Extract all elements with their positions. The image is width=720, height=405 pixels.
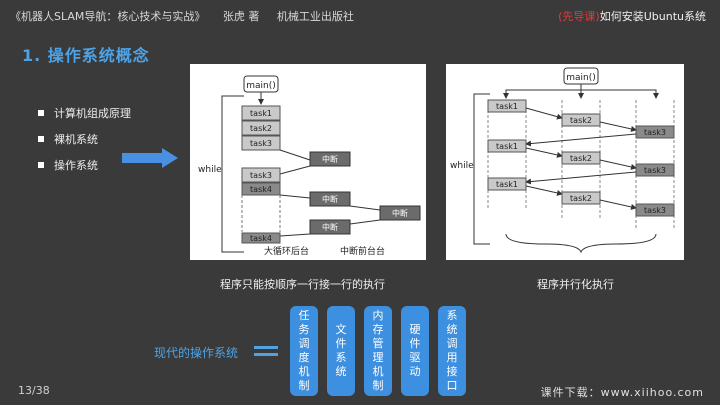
while-label: while: [450, 161, 474, 171]
right-arrow-icon: [122, 148, 178, 168]
task-box: [487, 177, 527, 191]
bullet-square-icon: [38, 110, 44, 116]
svg-text:中断: 中断: [322, 194, 338, 204]
function-pill: 任务调度机制: [290, 306, 318, 396]
task-box: [487, 139, 527, 153]
foreground-label: 大循环后台: [264, 245, 309, 257]
book-title: 《机器人SLAM导航：核心技术与实战》: [10, 10, 206, 23]
svg-text:task4: task4: [250, 234, 272, 243]
sequential-diagram: main() while task1 task2 task3 中断 task3 …: [190, 64, 426, 260]
background-label: 中断前台台: [340, 245, 385, 257]
course-tag: (先导课): [558, 10, 600, 23]
header-left: 《机器人SLAM导航：核心技术与实战》 张虎 著 机械工业出版社: [10, 8, 368, 24]
svg-text:中断: 中断: [392, 208, 408, 218]
task-box: [241, 232, 281, 244]
task-box: [635, 203, 675, 217]
svg-text:task1: task1: [496, 102, 518, 111]
svg-text:task3: task3: [644, 128, 666, 137]
function-pill: 系统调用接口: [438, 306, 466, 396]
task-box: [241, 182, 281, 196]
bullet-square-icon: [38, 162, 44, 168]
svg-text:task3: task3: [644, 206, 666, 215]
svg-text:task2: task2: [570, 154, 592, 163]
caption-parallel: 程序并行化执行: [537, 278, 614, 291]
svg-text:task1: task1: [496, 142, 518, 151]
course-title: 如何安装Ubuntu系统: [599, 10, 706, 23]
slide-title: 1. 操作系统概念: [22, 46, 150, 65]
svg-text:task3: task3: [250, 139, 272, 148]
interrupt-box: [309, 191, 351, 207]
interrupt-box: [309, 151, 351, 167]
parallel-diagram: main() while task1 task2 task3 task1 tas…: [446, 64, 684, 260]
bullet-square-icon: [38, 136, 44, 142]
task-box: [561, 191, 601, 205]
book-author: 张虎 著: [222, 10, 260, 23]
caption-sequential: 程序只能按顺序一行接一行的执行: [220, 278, 385, 291]
function-pill: 内存管理机制: [364, 306, 392, 396]
bullet-item: 操作系统: [38, 152, 131, 178]
svg-text:中断: 中断: [322, 222, 338, 232]
task-box: [241, 167, 281, 183]
main-label: main(): [246, 81, 276, 91]
book-publisher: 机械工业出版社: [276, 10, 354, 23]
svg-text:task3: task3: [250, 171, 272, 180]
task-box: [241, 105, 281, 121]
svg-text:task1: task1: [250, 109, 272, 118]
svg-text:task2: task2: [250, 124, 272, 133]
svg-text:task2: task2: [570, 116, 592, 125]
task-box: [241, 135, 281, 151]
svg-text:task4: task4: [250, 185, 272, 194]
function-pill: 硬件驱动: [401, 306, 429, 396]
main-label: main(): [566, 73, 596, 83]
bullet-list: 计算机组成原理 裸机系统 操作系统: [38, 100, 131, 178]
svg-text:task3: task3: [644, 166, 666, 175]
task-box: [561, 113, 601, 127]
svg-text:中断: 中断: [322, 154, 338, 164]
modern-os-label: 现代的操作系统: [154, 346, 239, 360]
header-right: (先导课)如何安装Ubuntu系统: [558, 8, 706, 24]
page-number: 13/38: [18, 384, 50, 397]
interrupt-box: [379, 205, 421, 221]
task-box: [487, 99, 527, 113]
bullet-item: 计算机组成原理: [38, 100, 131, 126]
svg-text:task1: task1: [496, 180, 518, 189]
task-box: [561, 151, 601, 165]
interrupt-box: [309, 219, 351, 235]
bullet-item: 裸机系统: [38, 126, 131, 152]
task-box: [635, 125, 675, 139]
download-info: 课件下载：www.xiihoo.com: [540, 386, 704, 399]
svg-text:task2: task2: [570, 194, 592, 203]
bullet-text: 操作系统: [54, 159, 98, 172]
task-box: [635, 163, 675, 177]
equals-icon: [254, 346, 278, 360]
task-box: [241, 120, 281, 136]
bullet-text: 裸机系统: [54, 133, 98, 146]
while-label: while: [198, 165, 222, 175]
bullet-text: 计算机组成原理: [54, 107, 131, 120]
function-pill: 文件系统: [327, 306, 355, 396]
